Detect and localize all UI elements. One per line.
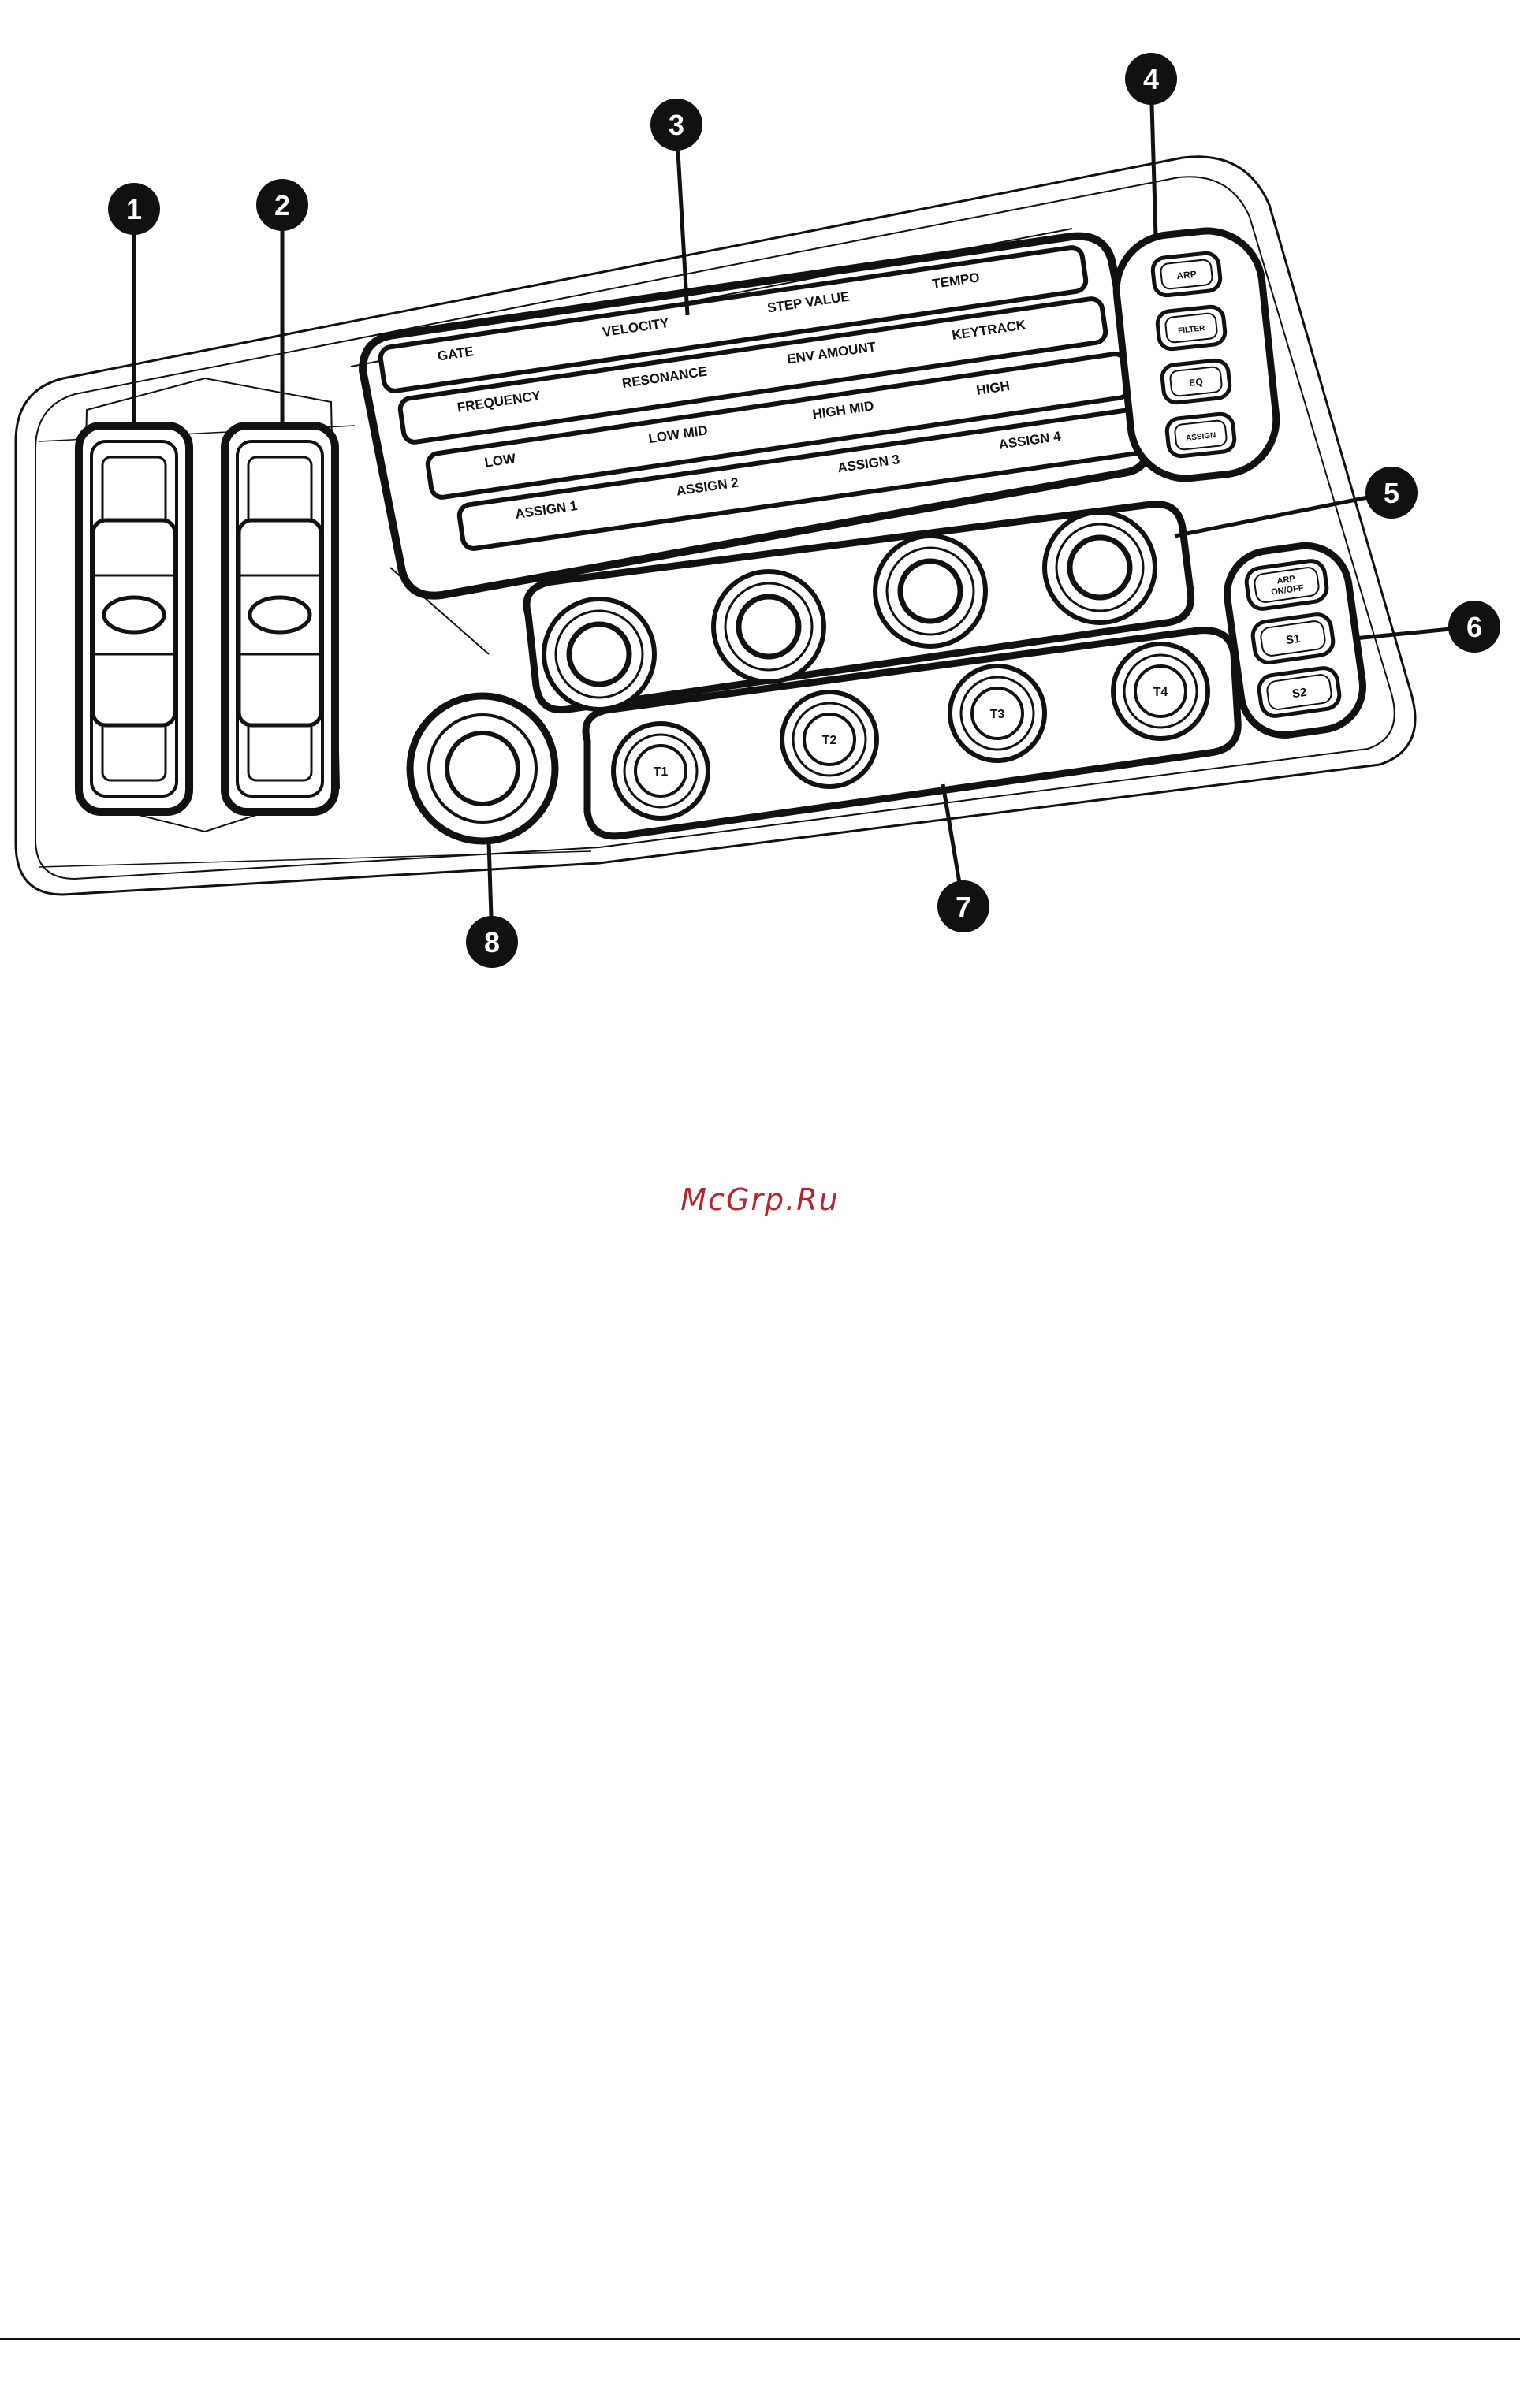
callout-badge: 3: [650, 99, 702, 151]
trigger-pad[interactable]: T4: [1113, 644, 1208, 739]
right-button-label: S2: [1291, 686, 1308, 701]
mode-button-label: ARP: [1176, 269, 1198, 282]
watermark: McGrp.Ru: [0, 1182, 1520, 1217]
callout-badge: 2: [256, 179, 308, 231]
callout-badge: 8: [466, 916, 518, 968]
callout-number: 6: [1466, 611, 1482, 643]
right-button-label: S1: [1285, 632, 1302, 647]
mode-button[interactable]: EQ: [1161, 359, 1231, 404]
fader-2[interactable]: [225, 426, 335, 812]
bottom-rule: [0, 2338, 1520, 2340]
callout-number: 5: [1384, 477, 1399, 509]
main-encoder[interactable]: [410, 696, 555, 841]
mode-button[interactable]: ASSIGN: [1166, 413, 1236, 458]
callout-number: 1: [126, 193, 142, 225]
trigger-pad[interactable]: T2: [782, 692, 877, 787]
right-button[interactable]: S1: [1251, 612, 1335, 664]
mode-button[interactable]: FILTER: [1157, 306, 1227, 351]
callout-badge: 6: [1448, 601, 1500, 653]
mode-button-label: EQ: [1189, 376, 1204, 389]
callout-badge: 7: [937, 880, 989, 932]
callout-number: 3: [669, 109, 684, 141]
fader-1[interactable]: [79, 426, 189, 812]
callout-number: 4: [1143, 63, 1159, 95]
right-button[interactable]: S2: [1257, 666, 1341, 717]
trigger-pad-label: T2: [822, 734, 837, 747]
trigger-pad-label: T4: [1153, 686, 1168, 699]
encoder-knob[interactable]: [544, 599, 654, 709]
callout-number: 8: [484, 926, 500, 958]
callout-number: 2: [274, 189, 290, 221]
encoder-knob[interactable]: [713, 571, 824, 682]
encoder-knob[interactable]: [1045, 512, 1155, 623]
callout-badge: 5: [1365, 467, 1418, 519]
callout-badge: 1: [108, 183, 160, 235]
callout-badge: 4: [1125, 53, 1177, 105]
mode-button[interactable]: ARP: [1152, 252, 1222, 297]
trigger-pad-label: T3: [990, 708, 1005, 721]
trigger-pad-label: T1: [654, 765, 669, 779]
trigger-pad[interactable]: T1: [613, 724, 708, 818]
trigger-pad[interactable]: T3: [950, 666, 1045, 761]
encoder-knob[interactable]: [875, 536, 985, 646]
callout-number: 7: [956, 891, 971, 923]
